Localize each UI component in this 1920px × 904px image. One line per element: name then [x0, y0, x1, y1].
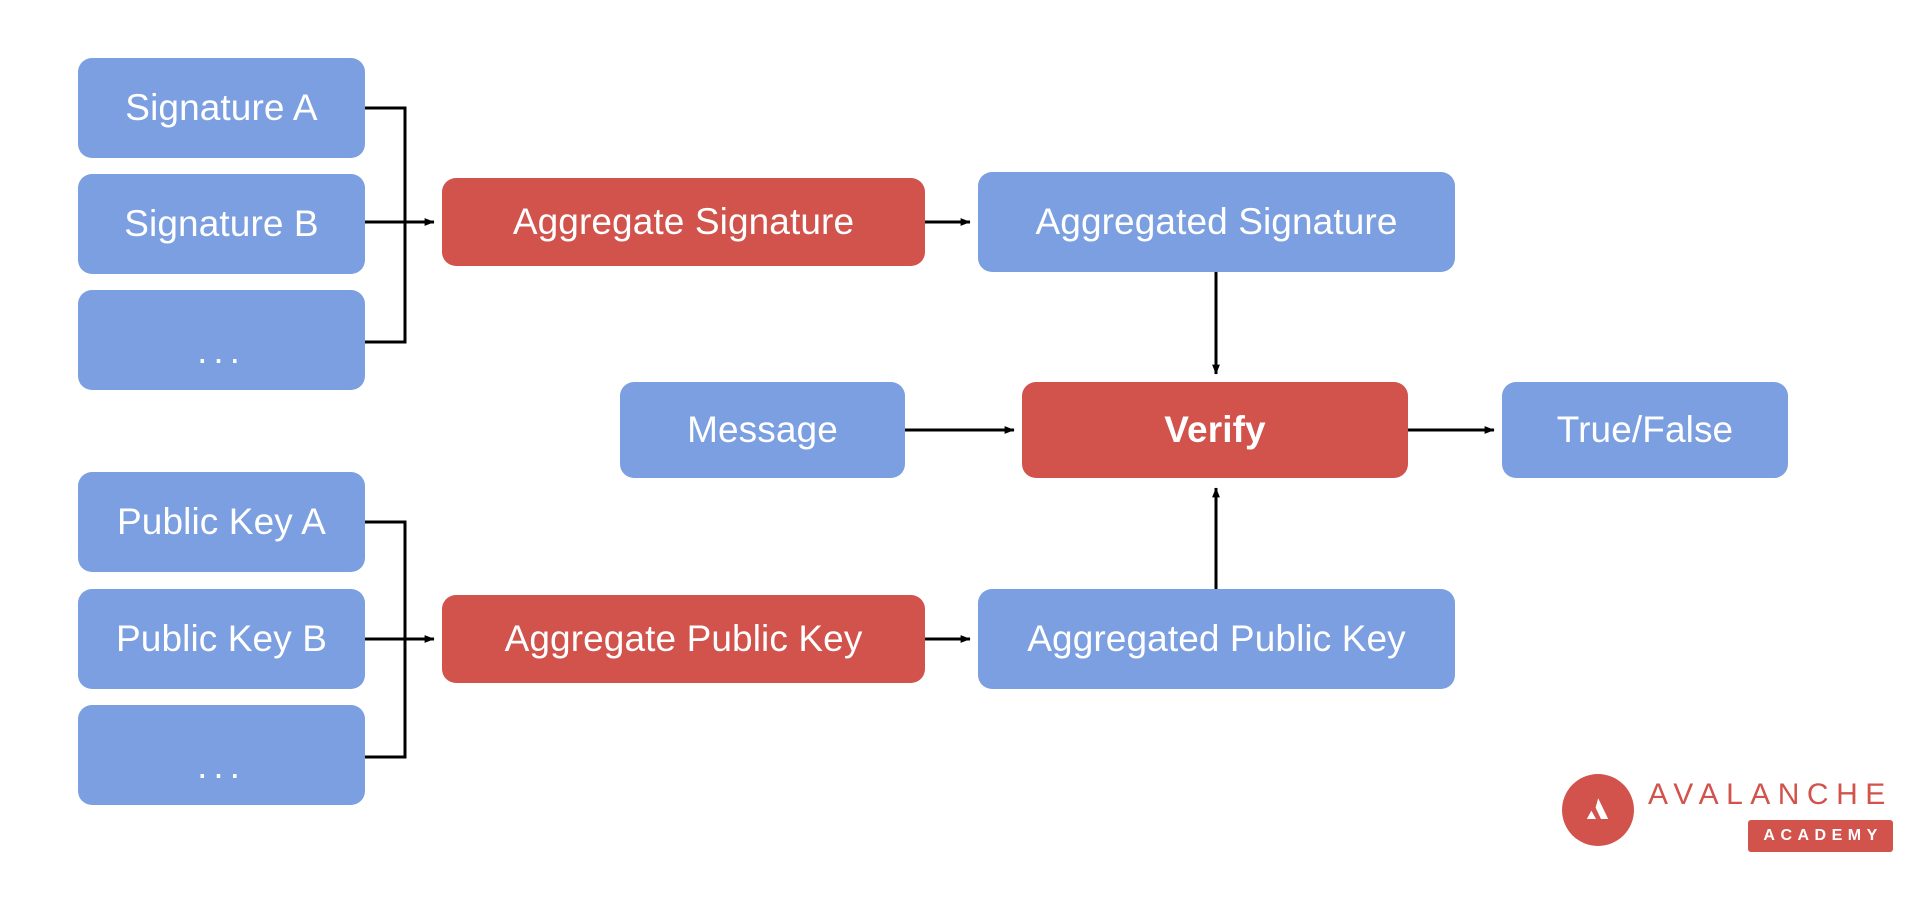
node-label: Aggregate Public Key — [504, 617, 863, 659]
node-label: Signature A — [125, 86, 318, 128]
node-aggregated-signature[interactable]: Aggregated Signature — [978, 172, 1455, 272]
node-public-key-a[interactable]: Public Key A — [78, 472, 365, 572]
node-verify[interactable]: Verify — [1022, 382, 1408, 478]
wire-publickey-more — [365, 639, 407, 759]
node-signature-b[interactable]: Signature B — [78, 174, 365, 274]
node-public-key-b[interactable]: Public Key B — [78, 589, 365, 689]
wire-publickey-a — [365, 520, 407, 639]
logo-academy-badge: ACADEMY — [1748, 820, 1893, 852]
node-true-false[interactable]: True/False — [1502, 382, 1788, 478]
node-public-key-more[interactable]: ... — [78, 705, 365, 805]
node-aggregate-public-key[interactable]: Aggregate Public Key — [442, 595, 925, 683]
avalanche-academy-logo: AVALANCHE ACADEMY — [1562, 772, 1893, 864]
wire-signature-a — [365, 106, 407, 222]
node-label: Aggregate Signature — [512, 200, 855, 242]
node-label: Verify — [1164, 408, 1266, 450]
node-label: Public Key A — [117, 500, 326, 542]
wire-signature-more — [365, 222, 407, 344]
node-label: True/False — [1556, 408, 1734, 450]
node-label: ... — [197, 745, 246, 787]
node-aggregated-public-key[interactable]: Aggregated Public Key — [978, 589, 1455, 689]
node-label: Message — [687, 408, 838, 450]
node-label: ... — [197, 330, 246, 372]
node-signature-a[interactable]: Signature A — [78, 58, 365, 158]
node-label: Public Key B — [116, 617, 327, 659]
node-label: Aggregated Signature — [1035, 200, 1398, 242]
avalanche-logo-icon — [1562, 774, 1634, 846]
node-label: Aggregated Public Key — [1027, 617, 1406, 659]
node-signature-more[interactable]: ... — [78, 290, 365, 390]
node-aggregate-signature[interactable]: Aggregate Signature — [442, 178, 925, 266]
logo-wordmark: AVALANCHE — [1648, 778, 1893, 811]
node-message[interactable]: Message — [620, 382, 905, 478]
node-label: Signature B — [124, 202, 319, 244]
